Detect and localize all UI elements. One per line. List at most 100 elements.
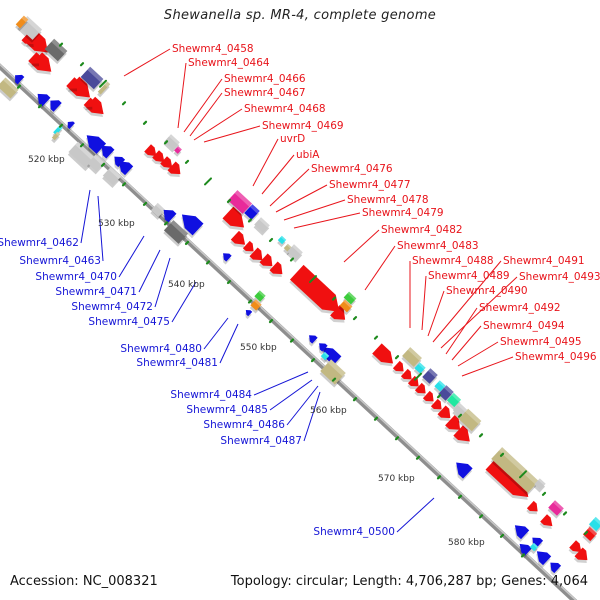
gene-label-forward: Shewmr4_0468: [244, 103, 326, 115]
label-leader-line: [269, 379, 313, 411]
gene-feature: [400, 368, 412, 383]
gene-feature: [490, 447, 539, 496]
label-leader-line: [177, 62, 187, 129]
label-leader-line: [97, 195, 104, 262]
gene-feature: [14, 74, 25, 88]
kbp-scale-label: 570 kbp: [378, 474, 415, 484]
tick-mark: [289, 338, 295, 343]
label-leader-line: [275, 184, 328, 213]
kbp-scale-label: 530 kbp: [98, 219, 135, 229]
gene-label-forward: Shewmr4_0482: [381, 224, 463, 236]
label-leader-line: [283, 199, 346, 221]
gene-label-forward: uvrD: [280, 133, 305, 145]
label-leader-line: [154, 257, 171, 308]
tick-mark: [289, 257, 295, 262]
tick-mark: [415, 455, 421, 460]
tick-mark: [121, 182, 127, 187]
gene-label-forward: Shewmr4_0496: [515, 351, 597, 363]
tick-mark: [16, 84, 22, 89]
tick-mark: [562, 511, 568, 516]
tick-mark: [436, 394, 442, 399]
tick-mark: [457, 494, 463, 499]
label-leader-line: [118, 235, 145, 278]
gene-label-forward: Shewmr4_0477: [329, 179, 411, 191]
label-leader-line: [193, 108, 243, 141]
gene-feature: [150, 202, 166, 220]
gene-label-forward: Shewmr4_0489: [428, 270, 510, 282]
gene-feature: [27, 52, 40, 67]
gene-label-forward: Shewmr4_0492: [479, 302, 561, 314]
gene-feature: [86, 154, 105, 175]
label-leader-line: [364, 245, 396, 291]
gene-feature: [65, 77, 78, 92]
tick-mark: [205, 260, 211, 265]
tick-mark: [268, 237, 274, 243]
gene-feature: [421, 368, 438, 387]
gene-feature: [221, 206, 245, 231]
gene-feature: [248, 247, 263, 263]
gene-feature: [80, 66, 104, 93]
gene-feature: [430, 398, 442, 413]
gene-label-forward: Shewmr4_0495: [500, 336, 582, 348]
label-leader-line: [203, 317, 229, 350]
gene-feature: [230, 230, 246, 248]
gene-feature: [455, 462, 473, 482]
map-title: Shewanella sp. MR-4, complete genome: [163, 8, 437, 23]
kbp-scale-label: 550 kbp: [240, 343, 277, 353]
label-leader-line: [451, 325, 482, 361]
gene-label-forward: Shewmr4_0464: [188, 57, 270, 69]
gene-label-forward: Shewmr4_0458: [172, 43, 254, 55]
tick-mark: [436, 475, 442, 480]
tick-mark: [99, 79, 107, 88]
tick-mark: [163, 221, 169, 226]
label-leader-line: [123, 48, 171, 77]
tick-mark: [394, 436, 400, 441]
label-leader-line: [432, 260, 502, 343]
gene-feature: [452, 425, 470, 445]
gene-feature: [286, 244, 303, 263]
label-leader-line: [343, 229, 380, 263]
tick-mark: [541, 491, 547, 496]
kbp-scale-label: 520 kbp: [28, 155, 65, 165]
gene-feature: [533, 478, 546, 493]
tick-mark: [37, 104, 43, 109]
label-leader-line: [461, 356, 514, 377]
gene-label-reverse: Shewmr4_0463: [19, 255, 101, 267]
gene-label-forward: Shewmr4_0476: [311, 163, 393, 175]
gene-feature: [30, 52, 52, 75]
tick-mark: [204, 177, 212, 186]
label-leader-line: [253, 371, 309, 396]
label-leader-line: [183, 78, 223, 133]
kbp-scale-label: 540 kbp: [168, 280, 205, 290]
gene-feature: [401, 347, 422, 370]
tick-mark: [519, 470, 527, 479]
gene-feature: [102, 166, 122, 189]
tick-mark: [247, 218, 253, 223]
gene-feature: [242, 240, 254, 255]
gene-label-reverse: Shewmr4_0481: [136, 357, 218, 369]
gene-feature: [83, 97, 93, 110]
gene-feature: [484, 456, 529, 500]
gene-label-forward: Shewmr4_0490: [446, 285, 528, 297]
tick-mark: [142, 201, 148, 206]
gene-feature: [318, 343, 328, 355]
tick-mark: [58, 123, 64, 128]
gene-feature: [97, 81, 111, 98]
gene-feature: [253, 217, 270, 236]
gene-feature: [163, 220, 189, 247]
gene-feature: [458, 408, 482, 435]
label-leader-line: [445, 307, 478, 355]
gene-feature: [67, 76, 91, 101]
gene-label-reverse: Shewmr4_0487: [220, 435, 302, 447]
label-leader-line: [396, 497, 435, 533]
genome-summary-text: Topology: circular; Length: 4,706,287 bp…: [230, 574, 588, 589]
gene-feature: [414, 382, 426, 397]
gene-label-forward: ubiA: [296, 149, 320, 161]
kbp-scale-label: 580 kbp: [448, 538, 485, 548]
tick-mark: [100, 162, 106, 167]
tick-mark: [226, 279, 232, 285]
gene-label-reverse: Shewmr4_0486: [203, 419, 285, 431]
gene-feature: [289, 264, 340, 315]
label-leader-line: [303, 391, 321, 442]
